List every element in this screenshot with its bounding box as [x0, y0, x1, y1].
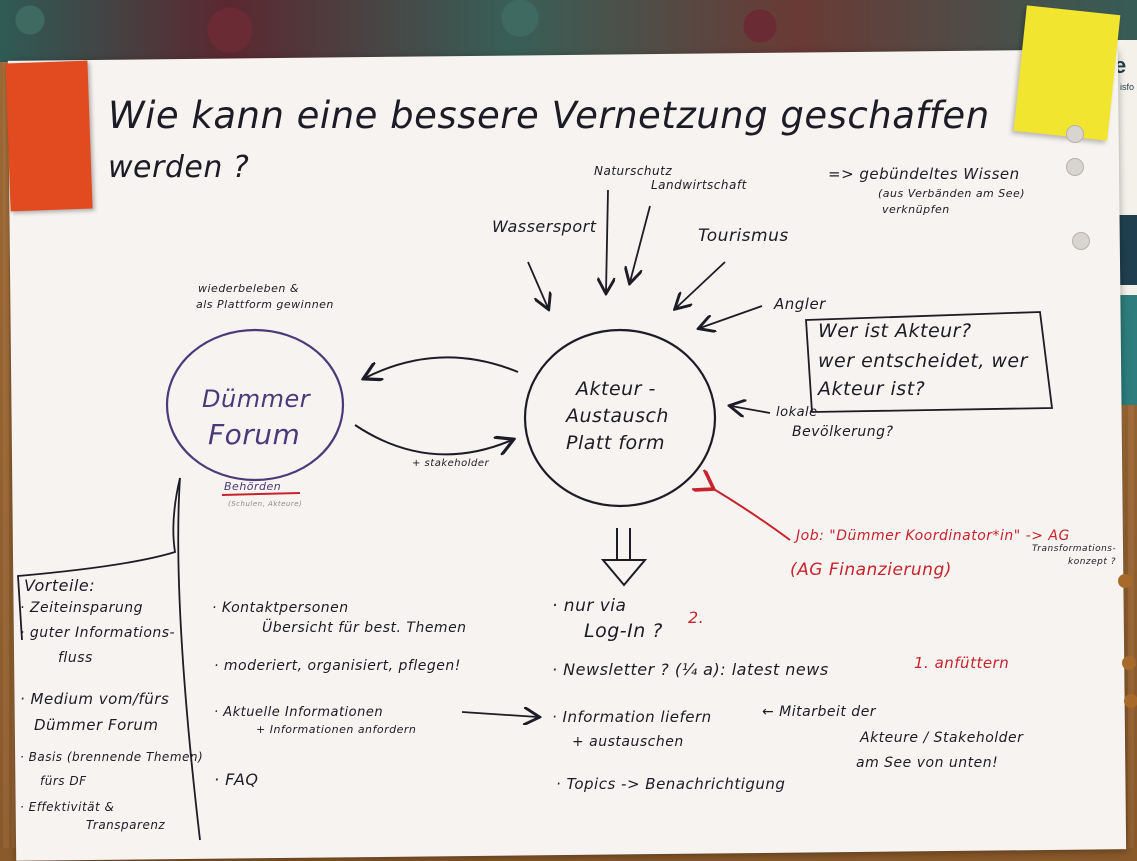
right-info-2: + austauschen	[572, 734, 684, 750]
arrow-tourismus	[676, 261, 726, 308]
behoerden-label: Behörden	[224, 480, 282, 493]
pin	[1124, 694, 1137, 708]
middle-aktuelle-1: · Aktuelle Informationen	[214, 705, 384, 720]
right-topics: · Topics -> Benachrichtigung	[556, 775, 786, 793]
middle-kontakt-1: · Kontaktpersonen	[212, 600, 349, 616]
right-login-2: Log-In ?	[584, 620, 663, 642]
punch-hole	[1066, 125, 1084, 143]
arrow-to-forum	[365, 356, 519, 378]
right-mitarbeit-1: ← Mitarbeit der	[762, 704, 877, 720]
job-side-2: konzept ?	[1068, 557, 1117, 567]
plattform-line-1: Akteur -	[576, 378, 656, 400]
arrow-to-plattform	[354, 424, 512, 454]
vorteile-item: fluss	[58, 650, 93, 666]
wissen-line-2: (aus Verbänden am See)	[878, 187, 1026, 200]
job-side-1: Transformations-	[1032, 544, 1117, 554]
vorteile-item: · Zeiteinsparung	[20, 600, 144, 616]
vorteile-item: · Basis (brennende Themen)	[20, 750, 204, 764]
arrow-aktuelle-info	[461, 712, 538, 717]
vorteile-item: Transparenz	[86, 818, 166, 832]
arrow-bevoelkerung	[731, 406, 771, 413]
job-line-1: Job: "Dümmer Koordinator*in" -> AG	[796, 528, 1070, 544]
title-line-1: Wie kann eine bessere Vernetzung geschaf…	[108, 94, 990, 137]
forum-note-line-2: als Plattform gewinnen	[196, 298, 334, 311]
vorteile-bubble-tail	[177, 477, 201, 841]
label-lokale: lokale	[776, 405, 818, 420]
arrow-wassersport	[527, 261, 548, 308]
label-landwirtschaft: Landwirtschaft	[651, 178, 747, 192]
right-newsletter-num: 1. anfüttern	[914, 654, 1010, 672]
vorteile-item: · Effektivität &	[20, 800, 115, 814]
forum-note-line-1: wiederbeleben &	[198, 282, 299, 295]
red-job-arrow	[712, 488, 791, 541]
right-mitarbeit-2: Akteure / Stakeholder	[860, 730, 1024, 746]
middle-faq: · FAQ	[214, 770, 259, 789]
vorteile-item: · guter Informations-	[20, 625, 176, 641]
right-login-num: 2.	[688, 608, 705, 627]
duemmer-forum-circle	[165, 328, 345, 482]
behoerden-underline	[221, 492, 301, 496]
arrow-naturschutz	[606, 189, 608, 292]
forum-circle-line-2: Forum	[208, 418, 301, 451]
arrow-landwirtschaft	[630, 205, 651, 282]
title-line-2: werden ?	[108, 150, 250, 185]
wissen-line-1: => gebündeltes Wissen	[828, 165, 1020, 183]
label-tourismus: Tourismus	[698, 226, 789, 246]
label-bevoelkerung: Bevölkerung?	[792, 424, 894, 440]
vorteile-heading: Vorteile:	[24, 576, 96, 595]
akteur-box-line-3: Akteur ist?	[818, 378, 926, 400]
behoerden-sublabel: (Schulen, Akteure)	[228, 500, 303, 508]
punch-hole	[1072, 232, 1090, 250]
middle-kontakt-2: Übersicht für best. Themen	[262, 620, 467, 636]
punch-hole	[1066, 158, 1084, 176]
wissen-line-3: verknüpfen	[882, 203, 950, 216]
label-wassersport: Wassersport	[492, 217, 597, 236]
vorteile-item: · Medium vom/fürs	[20, 690, 170, 708]
pin	[1122, 656, 1136, 670]
right-mitarbeit-3: am See von unten!	[856, 755, 999, 771]
right-login-1: · nur via	[552, 596, 627, 616]
plattform-line-2: Austausch	[566, 405, 669, 427]
label-angler: Angler	[774, 295, 826, 313]
right-info-1: · Information liefern	[552, 708, 712, 726]
plattform-line-3: Platt form	[566, 432, 665, 454]
akteur-box-line-1: Wer ist Akteur?	[818, 320, 972, 342]
stakeholder-label: + stakeholder	[412, 458, 490, 469]
middle-moderiert: · moderiert, organisiert, pflegen!	[214, 658, 461, 674]
down-arrow	[600, 528, 648, 587]
vorteile-bubble	[17, 477, 181, 641]
akteur-question-box	[805, 311, 1054, 413]
poster-fragment: isfo	[1120, 82, 1135, 92]
arrow-angler	[700, 305, 763, 328]
middle-aktuelle-2: + Informationen anfordern	[256, 723, 417, 736]
job-line-2: (AG Finanzierung)	[790, 560, 952, 580]
right-newsletter: · Newsletter ? (¼ a): latest news	[552, 660, 829, 679]
label-naturschutz: Naturschutz	[594, 164, 673, 178]
akteur-box-line-2: wer entscheidet, wer	[818, 350, 1028, 372]
plattform-circle	[523, 328, 717, 508]
vorteile-item: fürs DF	[40, 774, 87, 788]
forum-circle-line-1: Dümmer	[202, 385, 311, 413]
pin	[1118, 574, 1132, 588]
poster-teal-block	[1120, 295, 1137, 405]
vorteile-item: Dümmer Forum	[34, 716, 159, 734]
